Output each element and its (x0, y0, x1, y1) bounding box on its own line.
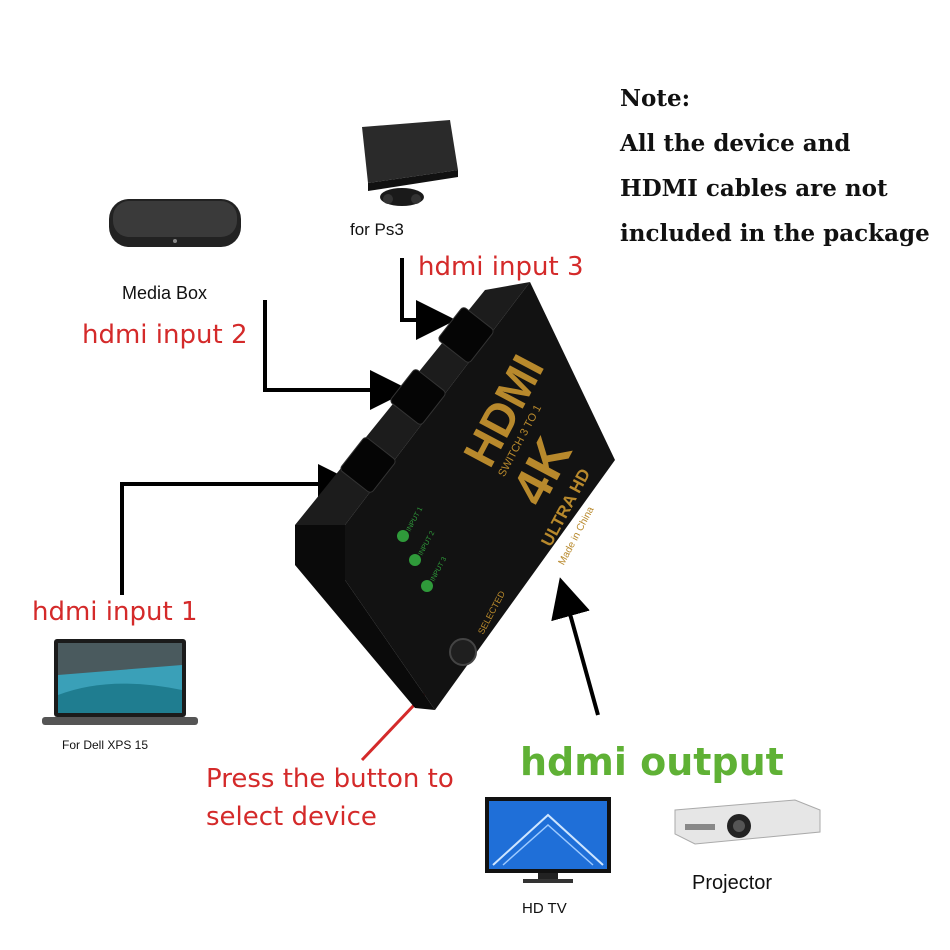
projector-caption: Projector (692, 872, 773, 894)
note-block: Note: All the device and HDMI cables are… (620, 76, 930, 256)
cable-input3 (400, 258, 456, 340)
press-line-1: Press the button to (206, 764, 454, 794)
note-line-1: All the device and (620, 130, 851, 157)
led-2 (409, 554, 421, 566)
media-box-caption: Media Box (122, 283, 208, 303)
note-line-2: HDMI cables are not (620, 175, 888, 202)
led-1 (397, 530, 409, 542)
select-button (449, 638, 477, 666)
hdmi-switch-box: HDMI SWITCH 3 TO 1 4K ULTRA HD Made in C… (295, 282, 615, 710)
label-hdmi-input-1: hdmi input 1 (32, 597, 198, 627)
label-hdmi-output: hdmi output (520, 740, 784, 784)
note-heading: Note: (620, 85, 691, 112)
ps3-caption: for Ps3 (350, 220, 404, 239)
tv-icon (485, 797, 611, 883)
label-hdmi-input-3: hdmi input 3 (418, 252, 584, 282)
press-button-instruction: Press the button to select device (206, 760, 454, 836)
cable-output (551, 577, 600, 716)
laptop-caption: For Dell XPS 15 (62, 738, 149, 752)
projector-icon (674, 799, 821, 845)
port-input1 (340, 437, 396, 493)
cable-input1 (120, 464, 358, 595)
label-hdmi-input-2: hdmi input 2 (82, 320, 248, 350)
media-box-icon (109, 199, 241, 247)
port-input2 (390, 369, 446, 425)
cable-input2 (263, 300, 410, 410)
press-line-2: select device (206, 802, 377, 832)
laptop-icon (42, 639, 198, 725)
note-line-3: included in the package (620, 220, 930, 247)
tv-caption: HD TV (522, 900, 567, 917)
ps3-icon (362, 120, 458, 206)
led-3 (421, 580, 433, 592)
port-input3 (438, 307, 494, 363)
